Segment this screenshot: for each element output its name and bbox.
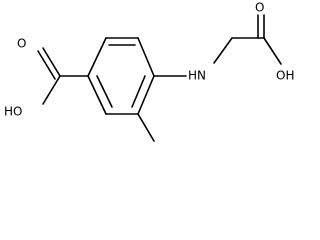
- atom-labels: O HO HN O OH: [4, 1, 294, 119]
- bond-ring-right-lower-inner: [131, 75, 146, 108]
- glycine-chain: [153, 14, 282, 77]
- methyl-group: [137, 113, 155, 142]
- amine-label: HN: [188, 69, 206, 83]
- left-carbonyl-oxygen-label: O: [17, 37, 26, 51]
- bond-ring-right-lower: [137, 75, 155, 115]
- left-hydroxyl-label: HO: [4, 105, 22, 119]
- bond-right-hydroxyl: [263, 37, 282, 65]
- right-carbonyl-oxygen-label: O: [255, 1, 264, 15]
- bond-ring-left-lower: [87, 75, 107, 115]
- left-carboxyl-group: [37, 47, 89, 105]
- right-hydroxyl-label: OH: [276, 69, 294, 83]
- bond-left-hydroxyl: [42, 75, 61, 105]
- bond-left-carbonyl-outer: [42, 47, 61, 77]
- bond-ring-left-upper: [87, 37, 107, 77]
- chemical-structure: O HO HN O OH: [4, 1, 294, 142]
- bond-ring-to-methyl: [137, 113, 155, 142]
- ring-bonds: [87, 37, 155, 115]
- bond-left-carbonyl-inner: [37, 50, 56, 80]
- bond-ring-right-upper: [137, 37, 155, 77]
- bond-amine-to-methylene: [213, 37, 233, 64]
- bond-ring-left-lower-inner: [96, 75, 113, 108]
